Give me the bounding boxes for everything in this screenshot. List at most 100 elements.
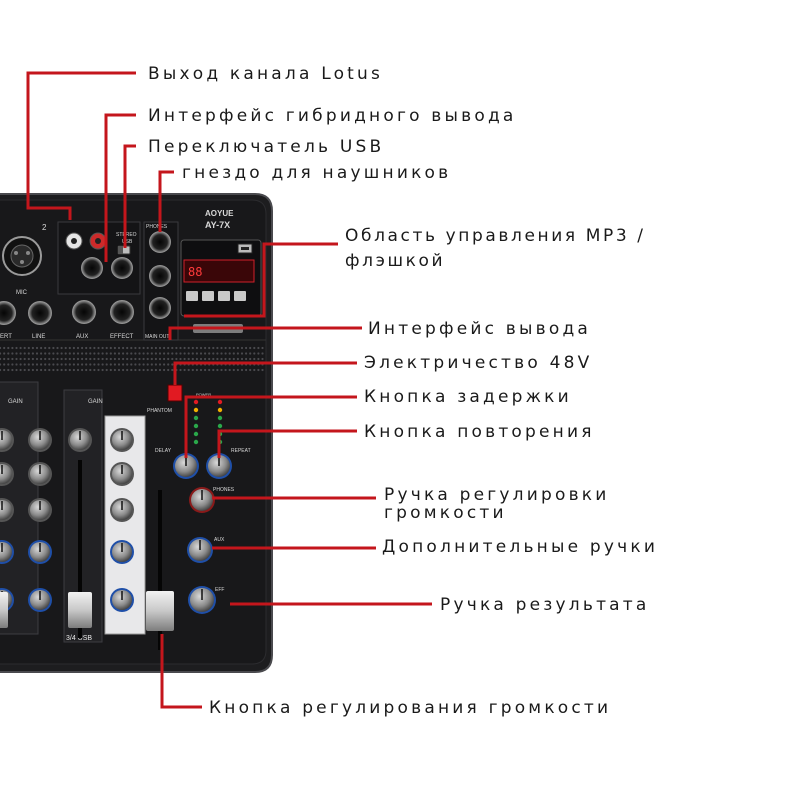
vent-dot <box>195 357 198 361</box>
vent-dot <box>11 368 14 372</box>
gain-knob-ch4[interactable] <box>110 428 134 452</box>
aux-send-knob-ch2[interactable] <box>28 588 52 612</box>
vent-dot <box>249 352 252 355</box>
effect-master-knob[interactable] <box>188 586 216 614</box>
vent-dot <box>31 363 34 366</box>
vent-dot <box>134 346 137 350</box>
fader-knob-2[interactable] <box>68 592 92 628</box>
mp3-play-button[interactable] <box>186 291 198 301</box>
power-label: POWER <box>196 392 211 397</box>
mp3-stop-button[interactable] <box>234 291 246 301</box>
hybrid-output-jack-2[interactable] <box>111 257 133 279</box>
vent-dot <box>220 368 223 372</box>
vent-dot <box>101 357 104 361</box>
high-eq-knob-ch1[interactable] <box>0 462 14 486</box>
fader-knob-1[interactable] <box>0 592 8 628</box>
gain-knob-ch2[interactable] <box>28 428 52 452</box>
vent-dot <box>228 346 231 350</box>
delay-knob[interactable] <box>173 453 199 479</box>
low-eq-knob-ch4[interactable] <box>110 540 134 564</box>
vent-dot <box>72 352 75 355</box>
vent-dot <box>64 357 67 361</box>
vent-dot <box>52 346 55 350</box>
vent-dot <box>175 352 178 355</box>
main-out-jack-right[interactable] <box>149 297 171 319</box>
headphone-jack[interactable] <box>149 231 171 253</box>
vent-dot <box>204 346 207 350</box>
mp3-prev-button[interactable] <box>202 291 214 301</box>
vent-dot <box>0 368 2 372</box>
callout-effect-knob: Ручка результата <box>440 595 650 615</box>
vent-dot <box>23 363 26 366</box>
faders <box>0 460 174 650</box>
vent-dot <box>138 346 141 350</box>
vent-dot <box>19 352 22 355</box>
gain-knob-ch1[interactable] <box>0 428 14 452</box>
aux-out-jack[interactable] <box>72 300 96 324</box>
line-label: LINE <box>32 334 45 340</box>
vent-dot <box>249 357 252 361</box>
vent-dot <box>191 357 194 361</box>
vent-dot <box>27 352 30 355</box>
vent-dot <box>134 368 137 372</box>
output-block: STEREO USB AUX EFFECT <box>57 221 141 340</box>
hybrid-output-jack-1[interactable] <box>81 257 103 279</box>
low-eq-knob-ch1[interactable] <box>0 540 14 564</box>
aux-send-knob-ch4[interactable] <box>110 588 134 612</box>
vent-dot <box>81 352 84 355</box>
aux-master-knob[interactable] <box>187 537 213 563</box>
vent-dot <box>27 368 30 372</box>
model-name: AY-7X <box>205 220 230 230</box>
knob-cap <box>0 500 12 520</box>
vent-dot <box>85 357 88 361</box>
line-jack[interactable] <box>28 301 52 325</box>
high-eq-knob-ch2[interactable] <box>28 462 52 486</box>
vent-dot <box>208 368 211 372</box>
effect-out-jack[interactable] <box>110 300 134 324</box>
master-section: PHANTOM POWER DELAY REPEAT PHONES AUX EF… <box>147 384 251 593</box>
callout-leaders <box>26 71 432 709</box>
vent-dot <box>212 357 215 361</box>
mid-eq-knob-ch2[interactable] <box>28 498 52 522</box>
mid-eq-knob-ch1[interactable] <box>0 498 14 522</box>
channel-34-usb-label: 3/4 USB <box>66 635 92 642</box>
vent-dot <box>134 357 137 361</box>
high-eq-knob-ch4[interactable] <box>110 462 134 486</box>
vent-dot <box>48 357 51 361</box>
vent-dot <box>261 352 264 355</box>
phones-knob-label: PHONES <box>213 487 235 493</box>
repeat-knob[interactable] <box>206 453 232 479</box>
fader-knob-master[interactable] <box>146 591 174 631</box>
vent-dot <box>179 352 182 355</box>
vent-dot <box>113 357 116 361</box>
vent-dot <box>64 352 67 355</box>
vent-dot <box>216 357 219 361</box>
gain-knob-ch3[interactable] <box>68 428 92 452</box>
vent-dot <box>117 346 121 350</box>
main-out-jack-left[interactable] <box>149 265 171 287</box>
vent-dot <box>101 346 104 350</box>
vent-dot <box>236 368 239 372</box>
vent-dot <box>60 363 63 366</box>
vent-dot <box>240 368 244 372</box>
vent-dot <box>56 363 59 366</box>
insert-jack[interactable] <box>0 301 16 325</box>
mid-eq-knob-ch4[interactable] <box>110 498 134 522</box>
mp3-next-button[interactable] <box>218 291 230 301</box>
vent-dot <box>163 368 166 372</box>
vent-dot <box>130 363 133 366</box>
phones-volume-knob[interactable] <box>189 487 215 513</box>
usb-port-slot <box>241 247 249 250</box>
vent-dot <box>97 368 100 372</box>
vent-dot <box>44 352 47 355</box>
fader-track-master <box>158 490 162 650</box>
level-meter-leds <box>193 399 223 445</box>
phantom-48v-button[interactable] <box>167 384 183 402</box>
vent-dot <box>11 357 14 361</box>
low-eq-knob-ch2[interactable] <box>28 540 52 564</box>
vent-dot <box>199 368 203 372</box>
vent-dot <box>171 368 174 372</box>
vent-dot <box>117 357 121 361</box>
vent-dot <box>134 363 137 366</box>
vent-dot <box>126 346 129 350</box>
